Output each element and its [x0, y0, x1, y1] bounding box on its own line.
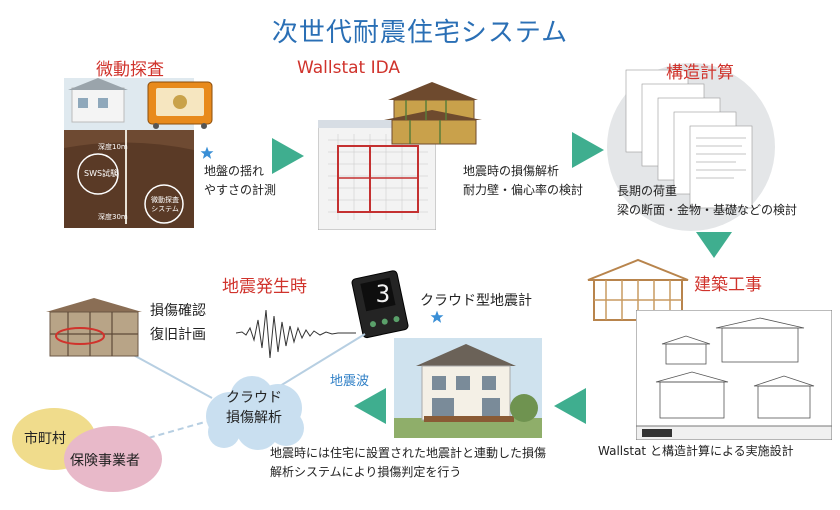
damaged-house-desc-2: 復旧計画	[150, 327, 206, 343]
damaged-house-photo	[40, 296, 148, 360]
house-photo	[394, 338, 542, 438]
star-icon-sensor	[430, 310, 444, 324]
flow-arrow-5	[352, 386, 388, 426]
seismometer-device: 3	[345, 268, 417, 340]
construction-drawings	[636, 310, 832, 440]
flow-arrow-3	[694, 230, 734, 260]
star-icon-microtremor	[200, 146, 214, 160]
wallstat-desc-2: 耐力壁・偏心率の検討	[463, 183, 584, 197]
microtremor-system-tag: 微動探査システム	[151, 196, 179, 213]
flow-arrow-4	[552, 386, 588, 426]
insurer-bubble	[64, 426, 162, 492]
cloud-analysis-line-1: クラウド	[226, 390, 282, 406]
microtremor-photo: SWS試験 微動探査システム 深度10m 深度30m	[64, 78, 194, 228]
microtremor-device	[146, 80, 214, 130]
seismic-wave-label: 地震波	[330, 374, 370, 389]
microtremor-desc-1: 地盤の揺れ	[204, 164, 265, 178]
seismic-waveform	[236, 298, 356, 368]
damaged-house-desc-1: 損傷確認	[150, 303, 206, 319]
earthquake-label: 地震発生時	[222, 277, 307, 297]
step-label-construction: 建築工事	[694, 275, 762, 295]
flow-arrow-1	[270, 136, 306, 176]
step-label-structural: 構造計算	[666, 63, 734, 83]
flow-arrow-2	[570, 130, 606, 170]
step-label-wallstat: Wallstat IDA	[297, 58, 401, 78]
house-desc-2: 解析システムにより損傷判定を行う	[270, 465, 462, 479]
wallstat-plan-screenshot	[318, 120, 436, 230]
house-desc-1: 地震時には住宅に設置された地震計と連動した損傷	[270, 446, 547, 460]
wallstat-desc-1: 地震時の損傷解析	[463, 164, 560, 178]
cloud-analysis-line-2: 損傷解析	[226, 410, 282, 426]
microtremor-desc-2: やすさの計測	[204, 183, 277, 197]
depth-mark-10: 深度10m	[98, 143, 128, 151]
cloud-analysis-shape	[200, 370, 308, 452]
page-title: 次世代耐震住宅システム	[271, 18, 569, 48]
construction-desc: Wallstat と構造計算による実施設計	[598, 444, 794, 458]
structural-desc-2: 梁の断面・金物・基礎などの検討	[617, 203, 798, 217]
cloud-sensor-label: クラウド型地震計	[420, 293, 532, 309]
wallstat-3d-model	[380, 78, 485, 148]
municipality-label: 市町村	[24, 431, 66, 447]
structural-desc-1: 長期の荷重	[617, 184, 678, 198]
insurer-label: 保険事業者	[70, 453, 140, 469]
cloud-analysis-label: クラウド 損傷解析	[214, 388, 294, 428]
depth-mark-30: 深度30m	[98, 213, 128, 221]
sws-tag: SWS試験	[84, 169, 119, 178]
step-label-microtremor: 微動探査	[96, 60, 164, 80]
structural-calc-background	[606, 62, 776, 232]
seismometer-display: 3	[375, 280, 391, 308]
